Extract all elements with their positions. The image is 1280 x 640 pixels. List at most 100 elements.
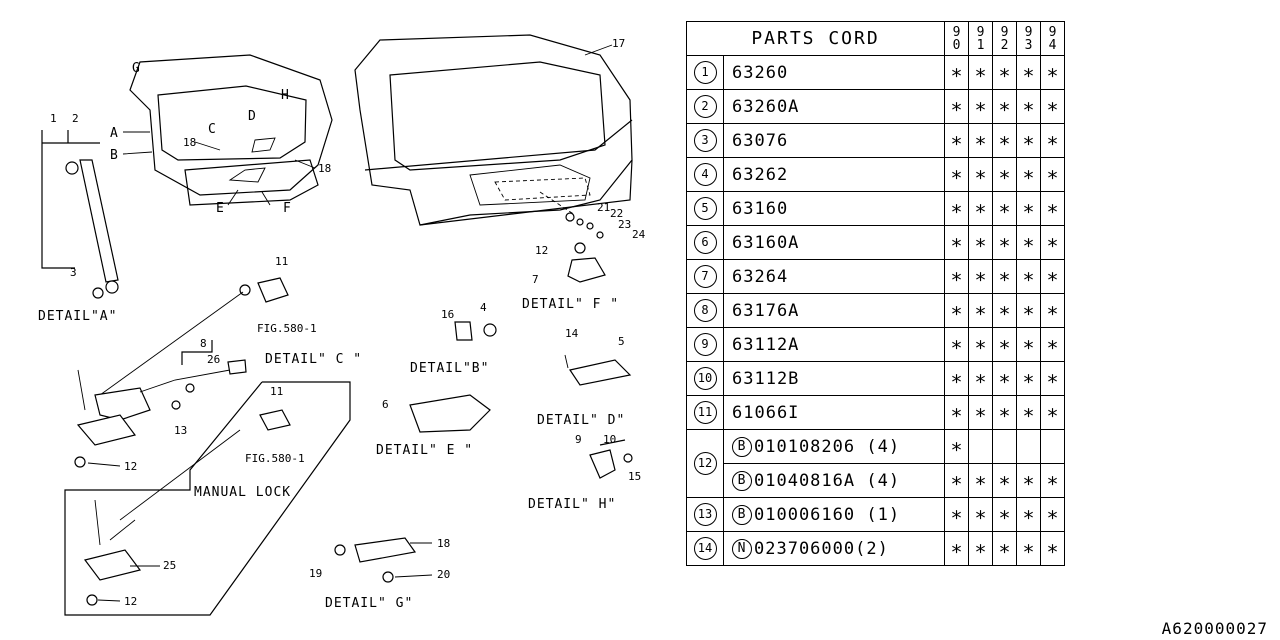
- callout-letter: C: [208, 122, 217, 137]
- applicability-mark: ∗: [974, 59, 987, 84]
- applicability-mark: ∗: [1046, 297, 1059, 322]
- year-applicability-cell: ∗: [944, 89, 969, 124]
- year-applicability-cell: ∗: [944, 55, 969, 90]
- year-header: 9 1: [968, 21, 993, 56]
- year-label: 9 2: [1000, 24, 1009, 53]
- ref-number: 4: [693, 163, 717, 186]
- callout-letter: H: [281, 88, 290, 103]
- ref-number-cell: 14: [686, 531, 724, 566]
- year-applicability-cell: ∗: [992, 55, 1017, 90]
- year-label: 9 4: [1048, 24, 1057, 53]
- applicability-mark: ∗: [950, 331, 963, 356]
- gas-strut-drawing: [41, 130, 119, 299]
- year-applicability-cell: ∗: [944, 361, 969, 396]
- ref-number-cell: 12: [686, 429, 724, 498]
- callout-number: 20: [437, 568, 450, 581]
- applicability-mark: ∗: [1046, 195, 1059, 220]
- part-code: 023706000(2): [754, 538, 889, 559]
- callout-number: 22: [610, 207, 623, 220]
- ref-number: 8: [693, 299, 717, 322]
- applicability-mark: ∗: [1022, 297, 1035, 322]
- callout-number: 10: [603, 433, 616, 446]
- detail-e-label: DETAIL" E ": [376, 443, 473, 458]
- callout-number: 16: [441, 308, 454, 321]
- callout-letter: F: [283, 201, 292, 216]
- ref-number: 9: [693, 333, 717, 356]
- year-applicability-cell: ∗: [968, 327, 993, 362]
- year-applicability-cell: ∗: [1040, 55, 1065, 90]
- year-applicability-cell: ∗: [992, 395, 1017, 430]
- applicability-mark: ∗: [998, 229, 1011, 254]
- callout-number: 24: [632, 228, 646, 241]
- part-code-cell: 63260A: [723, 89, 945, 124]
- callout-number: 12: [124, 595, 137, 608]
- year-applicability-cell: ∗: [968, 259, 993, 294]
- callout-number: 12: [535, 244, 548, 257]
- manual-lock-label: MANUAL LOCK: [194, 485, 291, 500]
- part-code-cell: 63076: [723, 123, 945, 158]
- callout-number: 23: [618, 218, 631, 231]
- part-code: 010006160 (1): [754, 504, 901, 525]
- callout-number: 15: [628, 470, 641, 483]
- year-applicability-cell: ∗: [944, 191, 969, 226]
- applicability-mark: ∗: [998, 93, 1011, 118]
- applicability-mark: ∗: [998, 59, 1011, 84]
- applicability-mark: ∗: [1022, 535, 1035, 560]
- part-code: 63264: [732, 266, 789, 287]
- year-applicability-cell: ∗: [992, 259, 1017, 294]
- part-code: 63160A: [732, 232, 800, 253]
- callout-number: 11: [275, 255, 288, 268]
- applicability-mark: ∗: [950, 263, 963, 288]
- ref-number: 6: [693, 231, 717, 254]
- detail-c-latch-drawing: [99, 277, 289, 396]
- year-applicability-cell: ∗: [944, 497, 969, 532]
- applicability-mark: ∗: [974, 297, 987, 322]
- ref-number: 11: [693, 401, 717, 424]
- year-applicability-cell: ∗: [1016, 157, 1041, 192]
- applicability-mark: ∗: [1022, 399, 1035, 424]
- ref-number: 7: [693, 265, 717, 288]
- year-applicability-cell: ∗: [992, 123, 1017, 158]
- callout-letter: G: [132, 61, 141, 76]
- year-applicability-cell: ∗: [1040, 259, 1065, 294]
- applicability-mark: ∗: [950, 93, 963, 118]
- year-applicability-cell: ∗: [1040, 531, 1065, 566]
- year-applicability-cell: ∗: [944, 327, 969, 362]
- applicability-mark: ∗: [998, 535, 1011, 560]
- applicability-mark: ∗: [974, 467, 987, 492]
- part-code: 63176A: [732, 300, 800, 321]
- part-code-cell: 63264: [723, 259, 945, 294]
- callout-number: 5: [618, 335, 625, 348]
- applicability-mark: ∗: [974, 195, 987, 220]
- applicability-mark: ∗: [1022, 127, 1035, 152]
- applicability-mark: ∗: [998, 467, 1011, 492]
- parts-cord-header: PARTS CORD: [686, 21, 945, 56]
- year-label: 9 0: [952, 24, 961, 53]
- year-applicability-cell: [968, 429, 993, 464]
- applicability-mark: ∗: [950, 195, 963, 220]
- applicability-mark: ∗: [1046, 263, 1059, 288]
- applicability-mark: ∗: [1022, 195, 1035, 220]
- ref-number-cell: 4: [686, 157, 724, 192]
- part-code: 63262: [732, 164, 789, 185]
- detail-h-label: DETAIL" H": [528, 497, 616, 512]
- year-applicability-cell: ∗: [1016, 55, 1041, 90]
- applicability-mark: ∗: [1046, 93, 1059, 118]
- ref-number-cell: 5: [686, 191, 724, 226]
- ref-number: 3: [693, 129, 717, 152]
- applicability-mark: ∗: [974, 161, 987, 186]
- year-applicability-cell: [1040, 429, 1065, 464]
- callout-number: 14: [565, 327, 579, 340]
- detail-b-e-drawing: [409, 321, 497, 433]
- part-code: 01040816A (4): [754, 470, 901, 491]
- applicability-mark: ∗: [1022, 263, 1035, 288]
